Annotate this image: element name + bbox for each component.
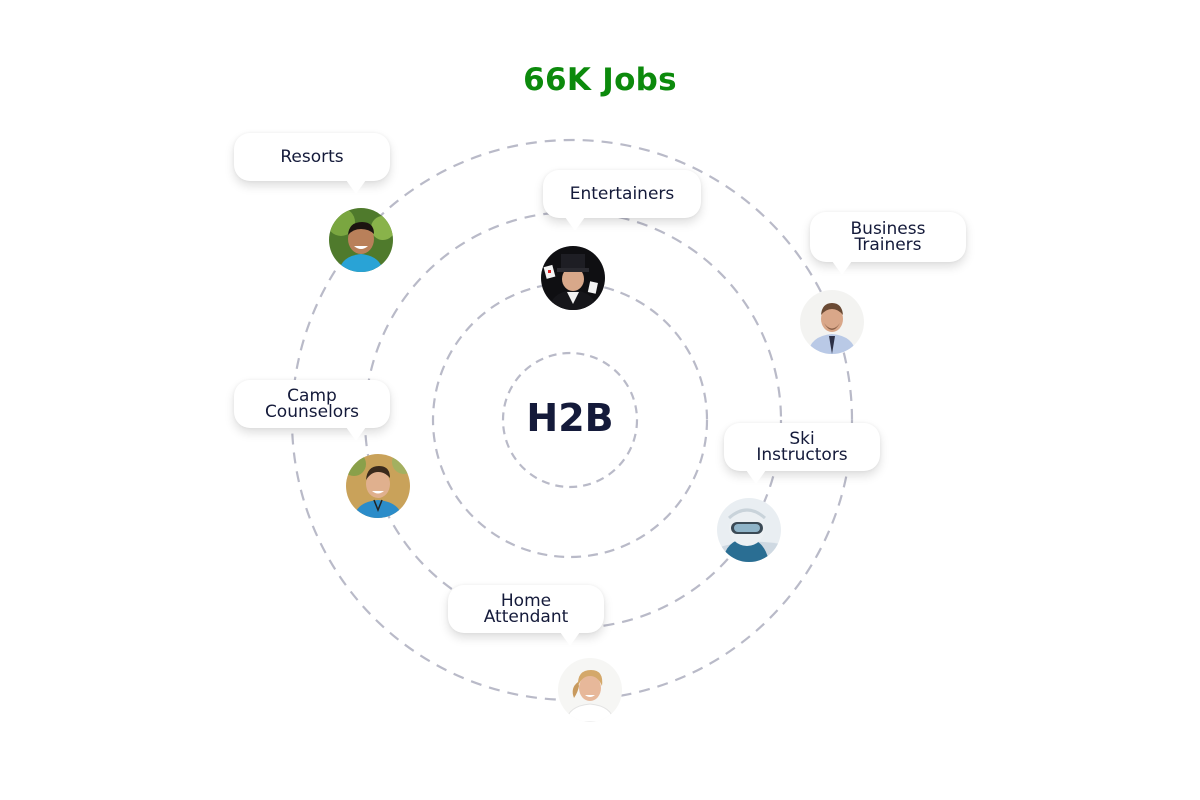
camp-counselor-photo-icon [346,454,410,518]
camp-counselors-avatar [346,454,410,518]
smiling-man-photo-icon [329,208,393,272]
magician-photo-icon [541,246,605,310]
home-attendant-avatar [558,658,622,722]
resorts-avatar [329,208,393,272]
entertainers-avatar [541,246,605,310]
ski-instructors-avatar [717,498,781,562]
ski-instructors-label-bubble: Ski Instructors [724,423,880,484]
business-trainers-label-bubble: Business Trainers [810,212,966,275]
businessman-photo-icon [800,290,864,354]
entertainers-label-bubble: Entertainers [543,170,701,231]
skier-photo-icon [717,498,781,562]
orbit-ring-2 [431,281,709,559]
home-attendant-label-bubble: Home Attendant [448,585,604,646]
orbit-ring-inner [501,351,639,489]
resorts-label-bubble: Resorts [234,133,390,194]
business-trainers-avatar [800,290,864,354]
woman-attendant-photo-icon [558,658,622,722]
camp-counselors-label-bubble: Camp Counselors [234,380,390,441]
jobs-count-heading: 66K Jobs [523,62,677,98]
h2b-center-label: H2B [526,396,614,440]
